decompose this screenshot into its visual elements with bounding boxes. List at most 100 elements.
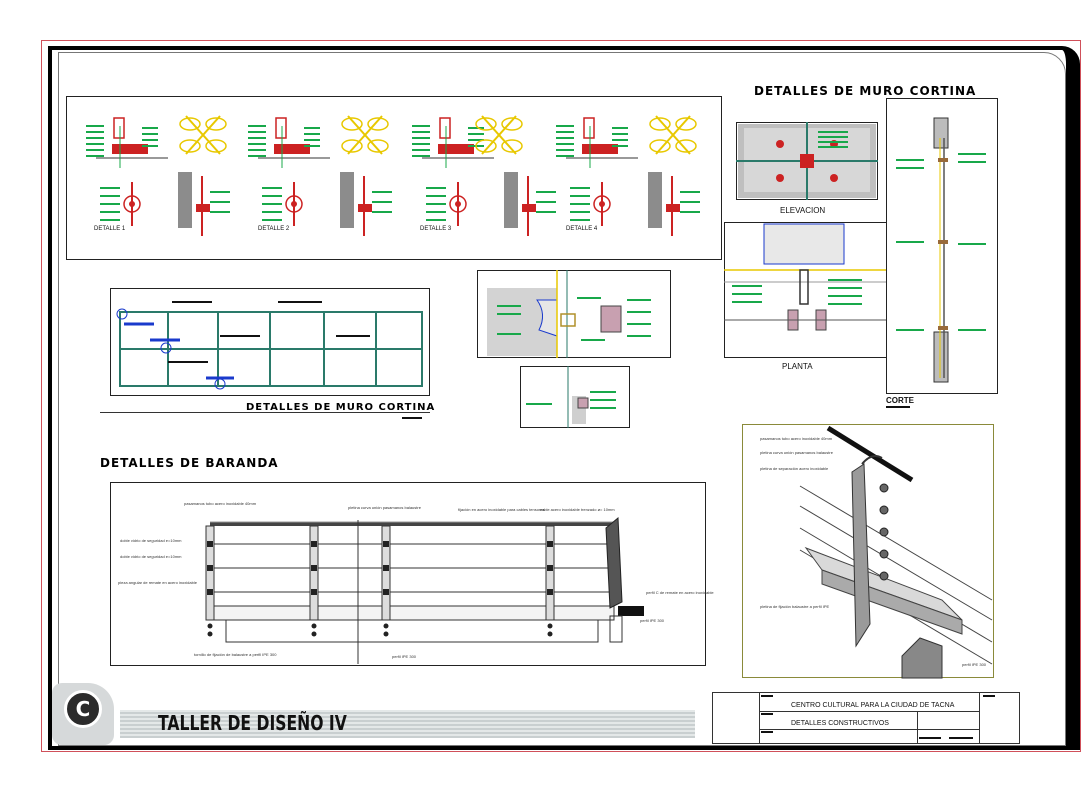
spider-arm-ring [675,117,697,131]
iso-cable [799,505,993,621]
fixing-block [522,204,536,212]
iso-fixing [879,571,889,581]
anchor-detail-drawing [487,270,651,358]
tb-tag-6 [949,737,973,739]
plan-label: PLANTA [782,362,813,371]
plan-drawing [724,223,888,331]
iso-handrail [826,425,914,483]
tb-tag-1 [761,695,773,697]
railing-isometric-panel [742,424,994,678]
beam-bolt [547,623,553,629]
concrete-strip [340,172,354,228]
iso-curved-plate [861,455,883,465]
spider-arm-ring [205,117,227,131]
detail-label-4: DETALLE 4 [566,226,598,232]
mullion-detail-drawing [526,366,616,428]
spider-arm [347,115,383,155]
spider-arm-ring [341,117,363,131]
tb-divider-v2 [917,711,918,743]
slab-edge [536,299,558,337]
cable-fixing [383,589,389,595]
spider-arm-ring [205,139,227,153]
detail-label-1: DETALLE 1 [94,226,126,232]
curtain-grid-drawing [116,301,423,390]
spider-arm-ring [367,139,389,153]
course-title: TALLER DE DISEÑO IV [158,711,347,735]
side-beam [609,615,623,643]
beam-bolt [207,631,213,637]
note-pasamanos: pasamanos tubo acero inoxidable 40mm [184,501,257,506]
heading-scale-bar [402,417,422,419]
iso-note-3: pletina de separación acero inoxidable [760,466,829,471]
note-pieza-angulo: pieza angular de remate en acero inoxida… [118,580,197,585]
spider-arm-ring [367,117,389,131]
tb-tag-2 [761,713,773,715]
spider-clamp [583,117,595,139]
railing-isometric-drawing [799,425,993,679]
tb-divider-v [759,693,760,743]
baluster [545,525,555,621]
fixing [577,397,589,409]
cable-fixing [383,565,389,571]
iso-baluster [851,463,871,648]
iso-note-1: pasamanos tubo acero inoxidable 40mm [760,436,833,441]
tb-divider-h2 [759,729,979,730]
beam-bolt [383,631,389,637]
spider-clamp [113,117,125,139]
beam-bolt [207,623,213,629]
elevation-label: ELEVACION [780,206,826,215]
cable-fixing [207,541,213,547]
railing-elevation-drawing [205,516,644,664]
spider-arm-ring [179,117,201,131]
note-fijacion: fijación en acero inoxidable para cables… [458,507,545,512]
sheet-inner-border [58,52,1066,746]
slab-bottom [933,331,949,383]
concrete-strip [178,172,192,228]
spider-arm [481,115,517,155]
note-vidrio-1: doble vidrio de seguridad e=10mm [120,538,182,543]
note-cable: cable acero inoxidable trenzado ø= 10mm [540,507,615,512]
baluster [381,525,391,621]
iso-cable [799,485,993,601]
anchor [938,158,948,162]
spider-details-drawing [86,115,700,236]
cable-fixing [547,589,553,595]
spider-arm-ring [501,117,523,131]
note-perfil-remate: perfil C de remate en acero inoxidable [646,590,714,595]
cable-fixing [311,589,317,595]
spider-arm-ring [475,117,497,131]
tb-sheet-name: DETALLES CONSTRUCTIVOS [791,720,889,727]
spider-arm [185,115,221,155]
iso-note-2: pletina curva unión pasamanos balaustre [760,450,833,455]
baluster [309,525,319,621]
spider-plate [112,144,148,154]
baluster-side [605,516,623,609]
note-vidrio-2: doble vidrio de seguridad e=10mm [120,554,182,559]
tb-tag-5 [919,737,941,739]
anchor [938,326,948,330]
mullion [799,269,809,305]
note-pletina-curva: pletina curva unión pasamanos balaustre [348,505,421,510]
channel-remate [618,606,644,616]
tb-tag-3 [761,731,773,733]
concrete-strip [648,172,662,228]
spider-bolt [776,174,784,182]
spider-bolt [776,140,784,148]
concrete-strip [504,172,518,228]
note-perfil-ipe-2: perfil IPE 300 [392,654,417,659]
spider-arm-ring [649,139,671,153]
section-bubble [214,378,226,390]
cable-fixing [383,541,389,547]
cable-fixing [547,565,553,571]
tb-divider-v3 [979,693,980,743]
title-block: CENTRO CULTURAL PARA LA CIUDAD DE TACNA … [712,692,1020,744]
section-bubble [160,342,172,354]
spider-clamp [439,117,451,139]
slab-top [933,117,949,149]
muro-cortina-heading-top: DETALLES DE MURO CORTINA [754,84,977,98]
beam-bolt [547,631,553,637]
beam-bolt [383,623,389,629]
spider-arm [655,115,691,155]
spider-plate [274,144,310,154]
iso-note-5: perfil IPE 300 [962,662,987,667]
